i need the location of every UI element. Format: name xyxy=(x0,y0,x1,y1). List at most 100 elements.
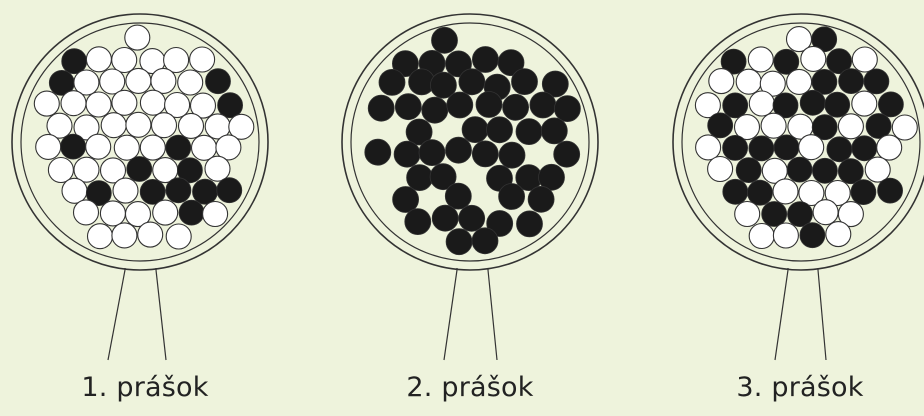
dark-particle xyxy=(774,135,799,160)
light-particle xyxy=(178,70,203,95)
dark-particle xyxy=(708,113,733,138)
light-particle xyxy=(61,91,86,116)
dark-particle xyxy=(723,179,748,204)
light-particle xyxy=(62,178,87,203)
light-particle xyxy=(749,91,774,116)
light-particle xyxy=(179,113,204,138)
dark-particle xyxy=(839,69,864,94)
dark-particle xyxy=(365,139,391,165)
light-particle xyxy=(852,47,877,72)
light-particle xyxy=(112,223,137,248)
dark-particle xyxy=(827,137,852,162)
light-particle xyxy=(151,68,176,93)
light-particle xyxy=(140,135,165,160)
light-particle xyxy=(86,134,111,159)
dark-particle xyxy=(554,141,580,167)
dark-particle xyxy=(512,69,538,95)
light-particle xyxy=(735,202,760,227)
light-particle xyxy=(761,113,786,138)
dark-particle xyxy=(446,229,472,255)
light-particle xyxy=(140,90,165,115)
dark-particle xyxy=(723,135,748,160)
dark-particle xyxy=(503,94,529,120)
light-particle xyxy=(101,113,126,138)
dark-particle xyxy=(864,69,889,94)
dark-particle xyxy=(127,157,152,182)
flask-stem-left xyxy=(444,270,457,360)
dark-particle xyxy=(487,117,513,143)
light-particle xyxy=(892,115,917,140)
dark-particle xyxy=(762,202,787,227)
dark-particle xyxy=(530,92,556,118)
light-particle xyxy=(114,135,139,160)
light-particle xyxy=(205,156,230,181)
dark-particle xyxy=(748,180,773,205)
light-particle xyxy=(138,222,163,247)
light-particle xyxy=(801,46,826,71)
light-particle xyxy=(838,114,863,139)
dark-particle xyxy=(800,90,825,115)
flask-stem-right xyxy=(488,270,497,360)
dark-particle xyxy=(419,140,445,166)
flask-stem-left xyxy=(775,270,788,360)
light-particle xyxy=(34,91,59,116)
light-particle xyxy=(799,135,824,160)
light-particle xyxy=(749,224,774,249)
dark-particle xyxy=(166,178,191,203)
dark-particle xyxy=(395,94,421,120)
dark-particle xyxy=(825,92,850,117)
dark-particle xyxy=(61,134,86,159)
dark-particle xyxy=(193,179,218,204)
dark-particle xyxy=(878,178,903,203)
light-particle xyxy=(852,91,877,116)
light-particle xyxy=(74,200,99,225)
particle-group xyxy=(695,27,917,249)
dark-particle xyxy=(736,158,761,183)
light-particle xyxy=(826,222,851,247)
flask-3 xyxy=(673,14,924,360)
dark-particle xyxy=(459,205,485,231)
dark-particle xyxy=(405,209,431,235)
dark-particle xyxy=(459,69,485,95)
dark-particle xyxy=(472,228,498,254)
light-particle xyxy=(36,134,61,159)
dark-particle xyxy=(379,69,405,95)
dark-particle xyxy=(179,200,204,225)
dark-particle xyxy=(394,141,420,167)
light-particle xyxy=(773,179,798,204)
light-particle xyxy=(125,25,150,50)
light-particle xyxy=(696,135,721,160)
light-particle xyxy=(86,47,111,72)
particle-group xyxy=(365,27,581,254)
dark-particle xyxy=(852,136,877,161)
flask-2 xyxy=(342,14,598,360)
dark-particle xyxy=(878,92,903,117)
light-particle xyxy=(787,69,812,94)
light-particle xyxy=(736,69,761,94)
flask-1-label: 1. prášok xyxy=(45,372,245,403)
flask-1 xyxy=(12,14,268,360)
light-particle xyxy=(166,224,191,249)
dark-particle xyxy=(445,183,471,209)
dark-particle xyxy=(800,223,825,248)
dark-particle xyxy=(812,158,837,183)
light-particle xyxy=(112,48,137,73)
light-particle xyxy=(708,157,733,182)
dark-particle xyxy=(472,141,498,167)
dark-particle xyxy=(462,117,488,143)
flask-stem-right xyxy=(156,270,166,360)
dark-particle xyxy=(447,92,473,118)
flask-stem-right xyxy=(818,270,826,360)
dark-particle xyxy=(851,180,876,205)
dark-particle xyxy=(749,136,774,161)
dark-particle xyxy=(528,186,554,212)
dark-particle xyxy=(432,27,458,53)
light-particle xyxy=(877,135,902,160)
dark-particle xyxy=(217,178,242,203)
light-particle xyxy=(112,90,137,115)
dark-particle xyxy=(407,165,433,191)
dark-particle xyxy=(166,135,191,160)
dark-particle xyxy=(446,137,472,163)
light-particle xyxy=(100,201,125,226)
